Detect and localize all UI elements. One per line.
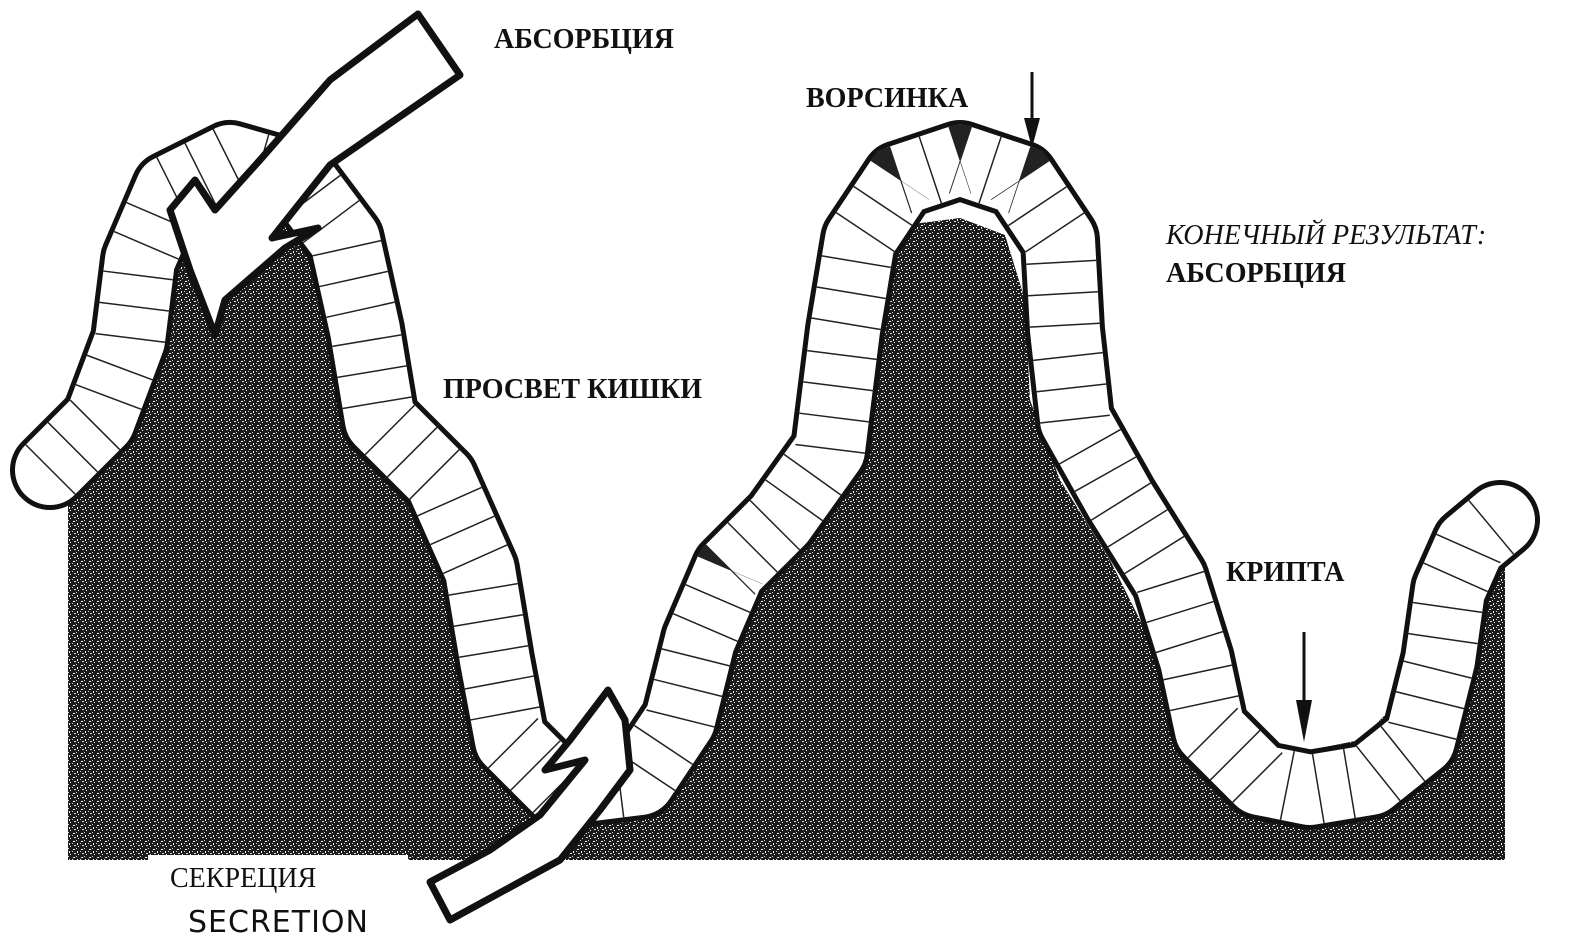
absorption-label-top: АБСОРБЦИЯ	[494, 24, 674, 56]
villus-pointer-arrow	[1024, 72, 1040, 148]
villus-label: ВОРСИНКА	[806, 83, 968, 115]
secretion-label-en: SECRETION	[188, 905, 369, 940]
secretion-label-ru: СЕКРЕЦИЯ	[170, 863, 316, 895]
crypt-label: КРИПТА	[1226, 557, 1344, 589]
end-result-absorption-label: АБСОРБЦИЯ	[1166, 258, 1346, 290]
end-result-label: КОНЕЧНЫЙ РЕЗУЛЬТАТ:	[1166, 220, 1486, 252]
lumen-label: ПРОСВЕТ КИШКИ	[443, 374, 702, 406]
secretion-label-box: СЕКРЕЦИЯ SECRETION	[148, 855, 408, 940]
crypt-pointer-arrow	[1296, 632, 1312, 742]
